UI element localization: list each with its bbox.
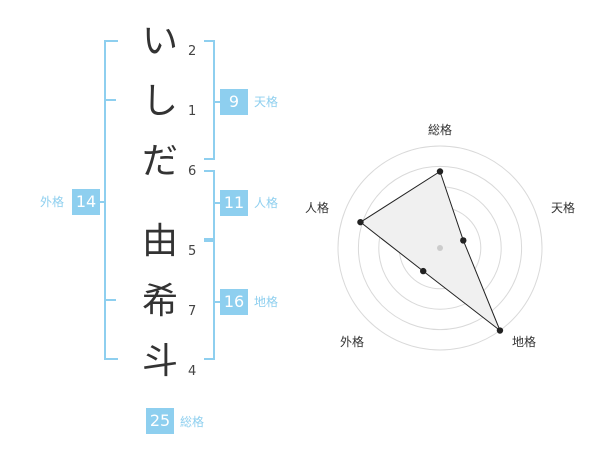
jinkaku-bracket-line [213,170,215,240]
name-char-6: 斗 [141,341,178,382]
chikaku-connector [213,301,221,303]
tenkaku-connector [213,101,221,103]
radar-point-1 [436,168,444,175]
gaikaku-connector [98,201,106,203]
name-char-1: い [141,21,178,62]
stroke-count-3: 6 [188,164,197,179]
chikaku-bracket-top [204,240,215,242]
stroke-count-2: 1 [188,104,197,119]
radar-area [359,170,502,333]
soukaku-label: 総格 [180,415,205,429]
radar-ring [357,165,523,331]
radar-label-chikaku: 地格 [512,334,536,349]
soukaku-value: 25 [146,408,174,434]
radar-point-2 [460,237,467,244]
tenkaku-value: 9 [220,89,248,115]
radar-label-soukaku: 総格 [428,122,452,137]
gaikaku-bracket-line [104,40,106,360]
gaikaku-value: 14 [72,189,100,215]
radar-points [357,168,504,334]
tenkaku-bracket-bottom [204,158,215,160]
name-char-3: だ [141,141,178,182]
jinkaku-value: 11 [220,190,248,216]
radar-point-5 [357,218,364,226]
chikaku-bracket-bottom [204,358,215,360]
radar-label-gaikaku: 外格 [340,334,364,349]
jinkaku-bracket-bottom [204,238,215,240]
radar-center-dot [437,245,443,251]
stroke-count-1: 2 [188,44,197,59]
jinkaku-bracket-top [204,170,215,172]
tenkaku-label: 天格 [254,95,279,109]
gaikaku-bracket-tick-2 [104,299,116,301]
radar-ring [337,145,543,351]
stroke-count-4: 5 [188,244,197,259]
stroke-count-5: 7 [188,304,197,319]
radar-point-3 [496,327,504,334]
jinkaku-connector [213,202,221,204]
stroke-count-6: 4 [188,364,197,379]
name-char-4: 由 [141,221,178,262]
tenkaku-bracket-line [213,40,215,160]
radar-point-4 [420,267,427,275]
name-char-2: し [141,81,178,122]
chikaku-value: 16 [220,289,248,315]
radar-label-tenkaku: 天格 [551,200,575,215]
gaikaku-bracket-top [104,40,118,42]
radar-label-jinkaku: 人格 [305,200,329,215]
gaikaku-label: 外格 [40,195,65,209]
gaikaku-bracket-tick-1 [104,99,116,101]
chikaku-bracket-line [213,240,215,360]
chikaku-label: 地格 [254,295,279,309]
gaikaku-bracket-bottom [104,358,118,360]
jinkaku-label: 人格 [254,196,279,210]
name-char-5: 希 [141,281,178,322]
tenkaku-bracket-top [204,40,215,42]
